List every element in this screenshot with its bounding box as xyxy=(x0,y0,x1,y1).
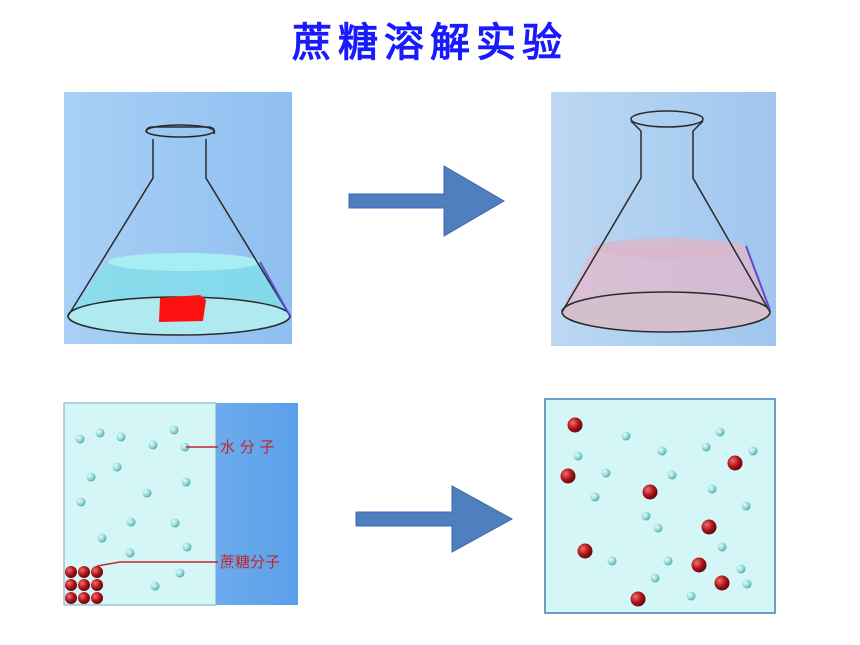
water-molecule-label: 水 分 子 xyxy=(220,438,275,456)
page-title: 蔗糖溶解实验 xyxy=(292,19,568,66)
sucrose-label-line xyxy=(96,561,218,567)
arrow-bottom xyxy=(355,485,514,553)
arrow-top xyxy=(348,165,505,237)
sugar-cube xyxy=(159,295,206,322)
sucrose-molecule-label: 蔗糖分子 xyxy=(220,553,280,571)
sucrose-molecules-after xyxy=(560,417,743,607)
sucrose-cluster-before xyxy=(65,566,103,604)
molecules-after-panel xyxy=(544,398,776,614)
flask-after-panel xyxy=(551,92,776,346)
flask-before-panel xyxy=(64,92,292,344)
water-molecules-after xyxy=(573,427,758,601)
molecules-before-panel: 水 分 子 蔗糖分子 xyxy=(63,402,298,606)
water-molecules-before xyxy=(75,425,192,591)
